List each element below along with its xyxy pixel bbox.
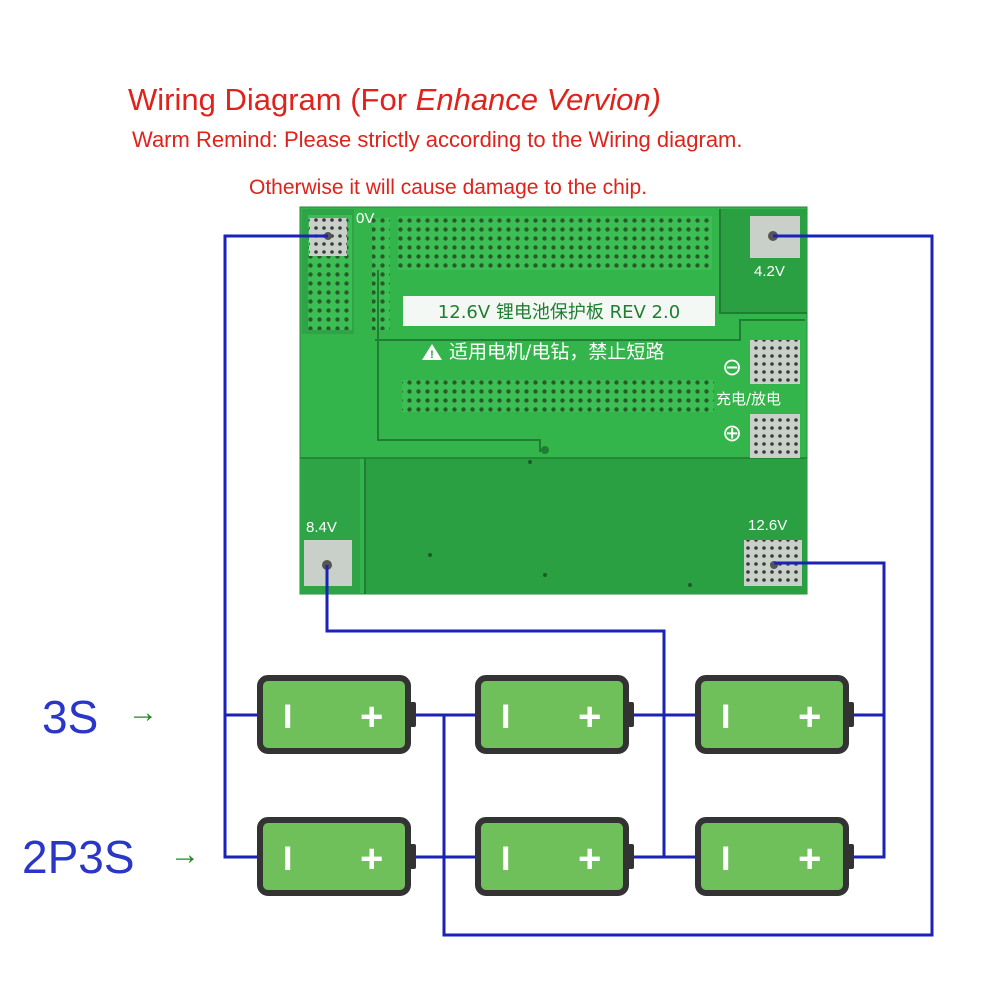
minus-symbol: ⊖ bbox=[722, 354, 742, 381]
cells: I + I + I + I + I + bbox=[257, 675, 854, 896]
cell-3s-3: I + bbox=[695, 675, 854, 754]
warning-icon bbox=[422, 344, 442, 360]
wire-84v bbox=[325, 565, 666, 857]
cell-2p3s-1: I + bbox=[257, 817, 416, 896]
cell-negative-mark: I bbox=[721, 698, 730, 736]
plus-symbol: ⊕ bbox=[722, 420, 742, 447]
cell-positive-mark: + bbox=[578, 695, 601, 739]
cell-positive-mark: + bbox=[578, 837, 601, 881]
config-label-2p3s: 2P3S bbox=[22, 831, 135, 883]
remind-line-1: Warm Remind: Please strictly according t… bbox=[132, 127, 743, 152]
cell-positive-mark: + bbox=[798, 695, 821, 739]
pad-label-0v: 0V bbox=[356, 210, 374, 227]
pcb-board: 12.6V 锂电池保护板 REV 2.0 ! 适用电机/电钻，禁止短路 0V 4… bbox=[299, 206, 808, 595]
arrow-right-icon: → bbox=[128, 696, 158, 729]
pad-plus bbox=[750, 414, 800, 458]
pad-label-12-6v: 12.6V bbox=[748, 517, 787, 534]
cell-negative-mark: I bbox=[283, 840, 292, 878]
pad-label-4-2v: 4.2V bbox=[754, 263, 785, 280]
charge-discharge-label: 充电/放电 bbox=[716, 390, 781, 408]
remind-line-2: Otherwise it will cause damage to the ch… bbox=[249, 176, 648, 199]
cell-2p3s-3: I + bbox=[695, 817, 854, 896]
pad-label-8-4v: 8.4V bbox=[306, 519, 337, 536]
wire-0v bbox=[223, 234, 328, 859]
cell-negative-mark: I bbox=[283, 698, 292, 736]
cell-3s-1: I + bbox=[257, 675, 416, 754]
arrow-right-icon: → bbox=[170, 838, 200, 871]
board-warning: 适用电机/电钻，禁止短路 bbox=[449, 341, 664, 363]
board-model-label: 12.6V 锂电池保护板 REV 2.0 bbox=[438, 302, 680, 323]
cell-2p3s-2: I + bbox=[475, 817, 634, 896]
cell-positive-mark: + bbox=[360, 837, 383, 881]
cell-3s-2: I + bbox=[475, 675, 634, 754]
cell-negative-mark: I bbox=[501, 698, 510, 736]
pad-minus bbox=[750, 340, 800, 384]
cell-negative-mark: I bbox=[721, 840, 730, 878]
wires bbox=[223, 234, 934, 937]
cell-positive-mark: + bbox=[798, 837, 821, 881]
cell-positive-mark: + bbox=[360, 695, 383, 739]
config-label-3s: 3S bbox=[42, 691, 99, 743]
diagram-title: Wiring Diagram (For Enhance Vervion) bbox=[128, 82, 661, 117]
cell-negative-mark: I bbox=[501, 840, 510, 878]
svg-text:!: ! bbox=[430, 349, 434, 361]
wire-4-2v bbox=[442, 234, 934, 937]
wire-126v bbox=[774, 561, 886, 859]
